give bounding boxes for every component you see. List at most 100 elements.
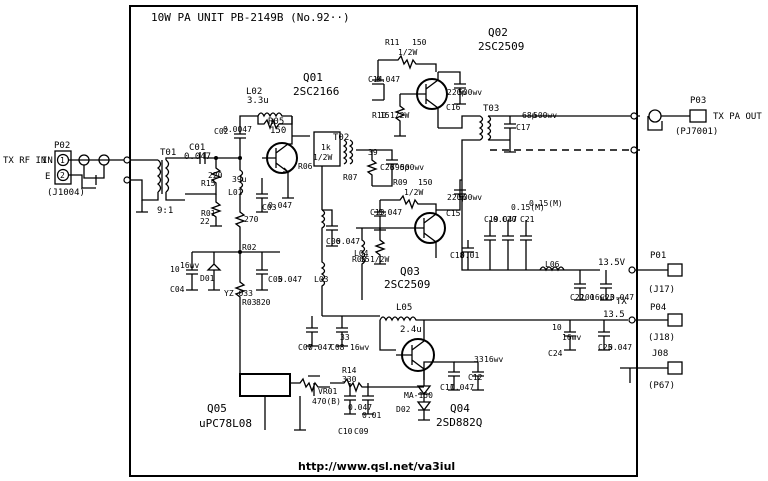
board-outline	[129, 5, 638, 477]
port-label-tx-pa-out: TX PA OUT	[713, 112, 762, 122]
input-network: C01 0.047 R15 220 R01 22	[184, 143, 223, 227]
transformer-t03: T03 C17 68p 500wv	[461, 104, 640, 180]
label-pin2: 2	[60, 171, 65, 180]
label-r09-value: 150	[418, 178, 433, 187]
label-r14-value: 330	[342, 375, 357, 384]
label-vr01: VR01	[318, 387, 337, 396]
label-p04: P04	[650, 303, 666, 313]
q01-base-network: L01 39u C02 0.0047 L02 3.3u R05 150 C03 …	[214, 87, 293, 213]
label-r15: R15	[201, 179, 216, 188]
label-q05: Q05	[207, 402, 227, 415]
label-c26: C26	[380, 163, 395, 172]
label-in: IN	[42, 156, 53, 166]
bias-network: R02 270 R03 820 C04 10 16wv D01 YZ-033 C…	[170, 200, 302, 362]
label-r11: R11	[385, 38, 400, 47]
label-c05-value: 0.047	[278, 275, 302, 284]
label-c04-rating: 16wv	[180, 261, 199, 270]
label-d02-type: MA-150	[404, 391, 433, 400]
port-label-tx: TX	[616, 297, 627, 307]
label-r06: R06	[298, 162, 313, 171]
label-l04: L04	[354, 249, 369, 258]
transistor-q01: Q01 2SC2166	[262, 71, 339, 199]
p02-pin1	[56, 153, 70, 167]
label-r14: R14	[342, 366, 357, 375]
label-c26-rating: 500wv	[400, 163, 424, 172]
port-label-tx-rf-in: TX RF IN	[3, 156, 46, 166]
label-r07-value: 39	[368, 148, 378, 157]
label-c09-value: 0.01	[362, 411, 381, 420]
label-l06: L06	[545, 260, 560, 269]
label-q04-type: 2SD882Q	[436, 416, 482, 429]
tx-rf-in-section: TX RF IN P02 IN E 1 2 (J1004)	[3, 141, 131, 198]
label-c02-value: 0.0047	[223, 125, 252, 134]
label-c05: C05	[268, 275, 283, 284]
label-q01: Q01	[303, 71, 323, 84]
label-c16: C16	[446, 103, 461, 112]
label-c11-value: 0.047	[450, 383, 474, 392]
label-c04-value: 10	[170, 265, 180, 274]
label-c11: C11	[440, 383, 455, 392]
label-c25: C25	[598, 343, 613, 352]
label-r10-power: 1/2W	[390, 111, 409, 120]
label-q02: Q02	[488, 26, 508, 39]
label-d01: D01	[200, 274, 215, 283]
label-c16-rating: 500wv	[458, 88, 482, 97]
port-label-13-5: 13.5	[603, 310, 625, 320]
label-c02: C02	[214, 127, 229, 136]
label-c24-rating: 16wv	[562, 333, 581, 342]
label-c07-value: 0.047	[308, 343, 332, 352]
transformer-t01: T01 9:1	[130, 148, 185, 216]
website-url: http://www.qsl.net/va3iul	[298, 460, 455, 473]
transistor-q03: R07 39 C26 390p 500wv R09 150 1/2W C13 0…	[343, 148, 482, 300]
label-c14-value: 0.047	[376, 75, 400, 84]
label-c16-value: 220p	[447, 88, 466, 97]
label-c26-value: 390p	[390, 163, 409, 172]
label-r03: R03	[242, 298, 257, 307]
label-l02: L02	[246, 87, 262, 97]
label-r03-value: 820	[256, 298, 271, 307]
label-c19-value: 0.047	[493, 215, 517, 224]
label-c07: C07	[298, 343, 313, 352]
tx-line: TX 13.5 P04 (J18) C24 10 16wv C25 0.047	[438, 297, 683, 358]
label-q03: Q03	[400, 265, 420, 278]
label-r10: R10	[372, 111, 387, 120]
label-r09-power: 1/2W	[404, 188, 423, 197]
label-c01: C01	[189, 143, 205, 153]
label-c25-value: 0.047	[608, 343, 632, 352]
label-c06-value: 0.047	[336, 237, 360, 246]
label-pin1: 1	[60, 156, 65, 165]
label-c08-rating: 16wv	[350, 343, 369, 352]
label-q01-type: 2SC2166	[293, 85, 339, 98]
label-c23-value: 0.047	[610, 293, 634, 302]
label-l01: L01	[228, 188, 243, 197]
label-p67: (P67)	[648, 381, 675, 391]
label-c22: C22	[570, 293, 585, 302]
label-j17: (J17)	[648, 285, 675, 295]
label-c04: C04	[170, 285, 185, 294]
label-r10-value: 15	[380, 111, 390, 120]
transformer-t02: T02 R06 1k 1/2W C06 0.047 L03	[298, 131, 360, 316]
label-r06-value: 1k	[321, 143, 331, 152]
label-q02-type: 2SC2509	[478, 40, 524, 53]
label-c09: C09	[354, 427, 369, 436]
connector-j08-section: J08 (P67)	[620, 349, 683, 391]
label-c22-rating: 16wv	[590, 293, 609, 302]
transistor-q02: Q02 2SC2509 R11 150 1/2W C14 0.047 R10 1…	[368, 26, 524, 137]
label-c22-value: 100	[580, 293, 595, 302]
label-r01: R01	[201, 209, 216, 218]
label-q05-type: uPC78L08	[199, 417, 252, 430]
label-r09: R09	[393, 178, 408, 187]
label-r01-value: 22	[200, 217, 210, 226]
label-t01: T01	[160, 148, 176, 158]
label-c20: C20	[502, 215, 517, 224]
supply-filter: C18 0.01 C19 0.047 C20 0.15(M) C21 0.15(…	[450, 180, 683, 302]
label-vr01-value: 470(B)	[312, 397, 341, 406]
label-l05-value: 2.4u	[400, 325, 422, 335]
label-l05: L05	[396, 303, 412, 313]
label-t01-ratio: 9:1	[157, 206, 173, 216]
label-c12-value: 33	[474, 355, 484, 364]
label-j08: J08	[652, 349, 668, 359]
label-d02: D02	[396, 405, 411, 414]
label-r08: R08	[352, 255, 367, 264]
